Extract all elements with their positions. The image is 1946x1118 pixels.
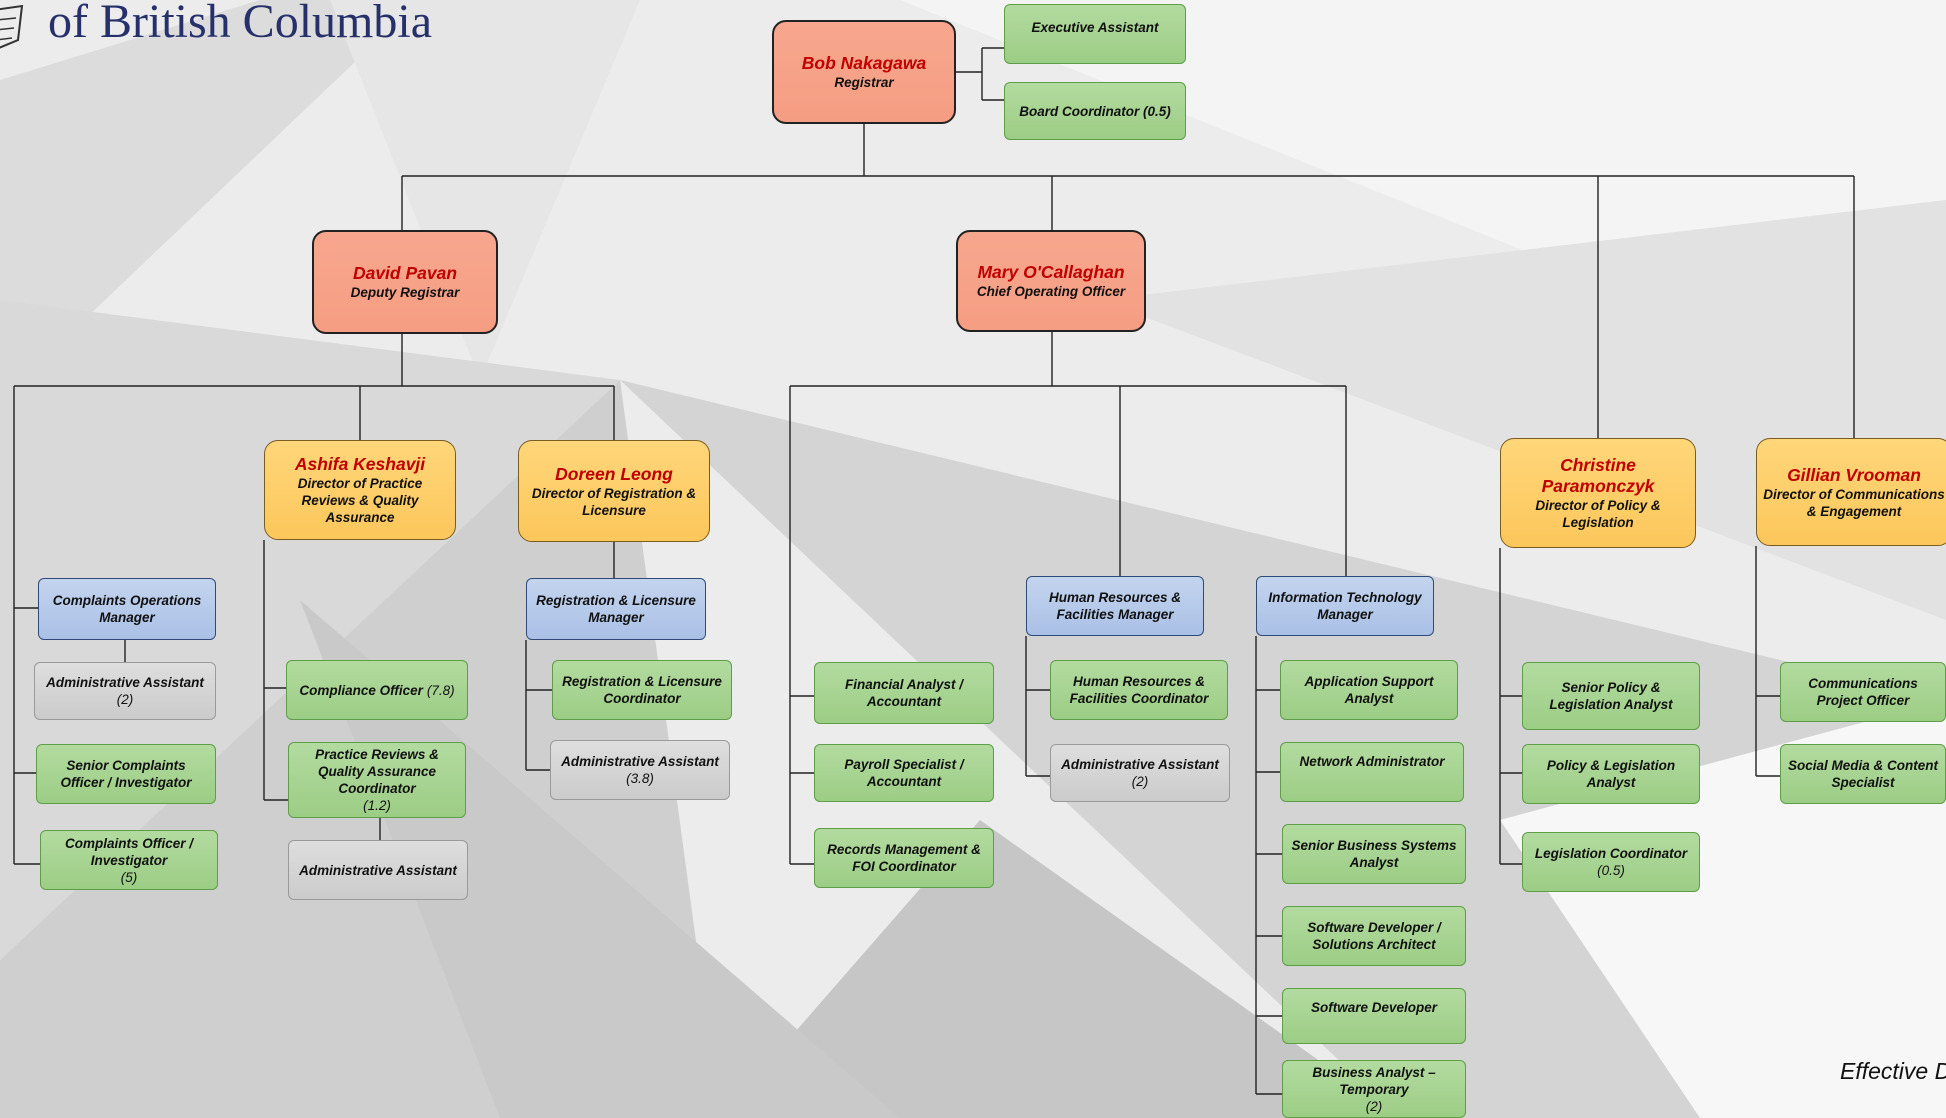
job-title: Senior Complaints Officer / Investigator	[60, 758, 192, 790]
coo-box: Mary O'Callaghan Chief Operating Officer	[956, 230, 1146, 332]
job-title: Communications Project Officer	[1808, 676, 1918, 708]
job-title: Human Resources & Facilities Manager	[1048, 590, 1182, 622]
job-title: Compliance Officer	[299, 682, 423, 698]
person-name: Gillian Vrooman	[1787, 464, 1921, 485]
job-title: Records Management & FOI Coordinator	[827, 842, 981, 874]
solutions-architect-box: Software Developer / Solutions Architect	[1282, 906, 1466, 966]
position-count: (7.8)	[426, 682, 455, 698]
it-manager-box: Information Technology Manager	[1256, 576, 1434, 636]
job-title: Complaints Operations Manager	[52, 593, 202, 625]
hr-admin-box: Administrative Assistant (2)	[1050, 744, 1230, 802]
job-title: Software Developer	[1310, 1000, 1438, 1015]
position-count: (0.5)	[1597, 863, 1625, 878]
position-count: (2)	[116, 692, 134, 707]
logo-crest-icon	[0, 4, 24, 49]
person-name: David Pavan	[352, 263, 458, 283]
hr-manager-box: Human Resources & Facilities Manager	[1026, 576, 1204, 636]
records-management-box: Records Management & FOI Coordinator	[814, 828, 994, 888]
job-title: Administrative Assistant	[46, 675, 204, 690]
senior-bsa-box: Senior Business Systems Analyst	[1282, 824, 1466, 884]
complaints-admin-box: Administrative Assistant (2)	[34, 662, 216, 720]
job-title: Registration & Licensure Manager	[536, 593, 696, 625]
job-title: Payroll Specialist / Accountant	[844, 757, 964, 789]
job-title: Registrar	[834, 75, 894, 90]
practice-admin-box: Administrative Assistant	[288, 840, 468, 900]
job-title: Administrative Assistant	[299, 862, 457, 878]
position-count: (5)	[120, 869, 138, 885]
deputy-registrar-box: David Pavan Deputy Registrar	[312, 230, 498, 334]
person-name: Doreen Leong	[555, 463, 673, 484]
job-title: Practice Reviews & Quality Assurance Coo…	[315, 747, 439, 796]
job-title: Registration & Licensure Coordinator	[562, 674, 722, 706]
director-policy-box: Christine Paramonczyk Director of Policy…	[1500, 438, 1696, 548]
financial-analyst-box: Financial Analyst / Accountant	[814, 662, 994, 724]
job-title: Complaints Officer / Investigator	[64, 835, 194, 868]
position-count: (3.8)	[626, 771, 654, 786]
compliance-officer-box: Compliance Officer (7.8)	[286, 660, 468, 720]
senior-complaints-box: Senior Complaints Officer / Investigator	[36, 744, 216, 804]
job-title: Deputy Registrar	[350, 285, 460, 300]
position-count: (1.2)	[363, 798, 391, 813]
network-administrator-box: Network Administrator	[1280, 742, 1464, 802]
job-title: Policy & Legislation Analyst	[1546, 758, 1676, 790]
registration-coordinator-box: Registration & Licensure Coordinator	[552, 660, 732, 720]
position-count: (2)	[1131, 774, 1149, 789]
director-registration-box: Doreen Leong Director of Registration & …	[518, 440, 710, 542]
payroll-specialist-box: Payroll Specialist / Accountant	[814, 744, 994, 802]
job-title: Legislation Coordinator	[1534, 846, 1688, 861]
job-title: Director of Registration & Licensure	[531, 485, 697, 518]
job-title: Executive Assistant	[1031, 20, 1159, 35]
job-title: Information Technology Manager	[1268, 590, 1422, 622]
person-name: Christine Paramonczyk	[1541, 455, 1655, 496]
job-title: Senior Policy & Legislation Analyst	[1549, 680, 1673, 712]
policy-analyst-box: Policy & Legislation Analyst	[1522, 744, 1700, 804]
job-title: Human Resources & Facilities Coordinator	[1069, 674, 1209, 706]
senior-policy-box: Senior Policy & Legislation Analyst	[1522, 662, 1700, 730]
job-title: Administrative Assistant	[1061, 757, 1219, 772]
job-title: Financial Analyst / Accountant	[844, 677, 964, 709]
person-name: Ashifa Keshavji	[294, 454, 426, 474]
complaints-officer-box: Complaints Officer / Investigator (5)	[40, 830, 218, 890]
job-title: Board Coordinator (0.5)	[1019, 103, 1171, 119]
person-name: Mary O'Callaghan	[977, 262, 1125, 282]
communications-officer-box: Communications Project Officer	[1780, 662, 1946, 722]
job-title: Business Analyst – Temporary	[1312, 1064, 1436, 1097]
job-title: Director of Communications & Engagement	[1763, 486, 1945, 519]
board-coordinator-box: Board Coordinator (0.5)	[1004, 82, 1186, 140]
practice-coordinator-box: Practice Reviews & Quality Assurance Coo…	[288, 742, 466, 818]
registrar-box: Bob Nakagawa Registrar	[772, 20, 956, 124]
registration-manager-box: Registration & Licensure Manager	[526, 578, 706, 640]
director-comms-box: Gillian Vrooman Director of Communicatio…	[1756, 438, 1946, 546]
job-title: Software Developer / Solutions Architect	[1307, 920, 1441, 952]
organization-heading: of British Columbia	[48, 0, 432, 48]
job-title: Application Support Analyst	[1304, 674, 1434, 706]
social-media-box: Social Media & Content Specialist	[1780, 744, 1946, 804]
job-title: Administrative Assistant	[561, 754, 719, 769]
legislation-coordinator-box: Legislation Coordinator (0.5)	[1522, 832, 1700, 892]
director-practice-box: Ashifa Keshavji Director of Practice Rev…	[264, 440, 456, 540]
application-support-box: Application Support Analyst	[1280, 660, 1458, 720]
job-title: Social Media & Content Specialist	[1787, 758, 1939, 790]
job-title: Director of Practice Reviews & Quality A…	[297, 476, 423, 525]
software-developer-box: Software Developer	[1282, 988, 1466, 1044]
effective-date-text: Effective D	[1840, 1058, 1946, 1084]
executive-assistant-box: Executive Assistant	[1004, 4, 1186, 64]
job-title: Director of Policy & Legislation	[1535, 498, 1661, 530]
registration-admin-box: Administrative Assistant (3.8)	[550, 740, 730, 800]
person-name: Bob Nakagawa	[801, 53, 927, 73]
job-title: Chief Operating Officer	[976, 284, 1126, 299]
complaints-manager-box: Complaints Operations Manager	[38, 578, 216, 640]
position-count: (2)	[1365, 1098, 1383, 1114]
job-title: Network Administrator	[1299, 754, 1445, 769]
hr-coordinator-box: Human Resources & Facilities Coordinator	[1050, 660, 1228, 720]
business-analyst-box: Business Analyst – Temporary (2)	[1282, 1060, 1466, 1118]
job-title: Senior Business Systems Analyst	[1291, 838, 1457, 870]
